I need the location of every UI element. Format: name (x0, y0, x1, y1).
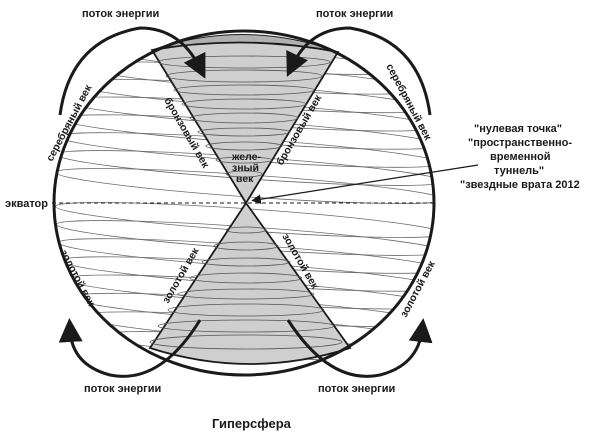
label-iron-age-line3: век (236, 173, 254, 185)
arrow-top-right (286, 26, 432, 116)
lower-cone (148, 201, 352, 365)
label-golden-age-right-outer: золотой век (398, 258, 438, 319)
arrow-top-left (58, 26, 206, 116)
annotation-line3: временной (490, 151, 550, 163)
annotation-pointer (251, 164, 479, 204)
label-energy-flow-top-right: поток энергии (316, 8, 393, 20)
annotation-line1: "нулевая точка" (474, 123, 562, 135)
annotation-line4: туннель" (494, 165, 544, 177)
label-equator: экватор (5, 198, 48, 210)
label-iron-age-line1: желе- (231, 151, 262, 163)
arrow-bottom-left (58, 318, 202, 378)
arrow-bottom-right (286, 318, 433, 378)
label-energy-flow-bottom-right: поток энергии (318, 383, 395, 395)
label-iron-age-line2: зный (232, 162, 259, 174)
annotation-line2: "пространственно- (468, 137, 572, 149)
annotation-line5: "звездные врата 2012 (460, 179, 580, 191)
energy-flow-arrows (58, 26, 433, 378)
cone-spirals (149, 55, 343, 350)
label-energy-flow-bottom-left: поток энергии (84, 383, 161, 395)
label-energy-flow-top-left: поток энергии (82, 8, 159, 20)
diagram-caption: Гиперсфера (212, 416, 292, 431)
